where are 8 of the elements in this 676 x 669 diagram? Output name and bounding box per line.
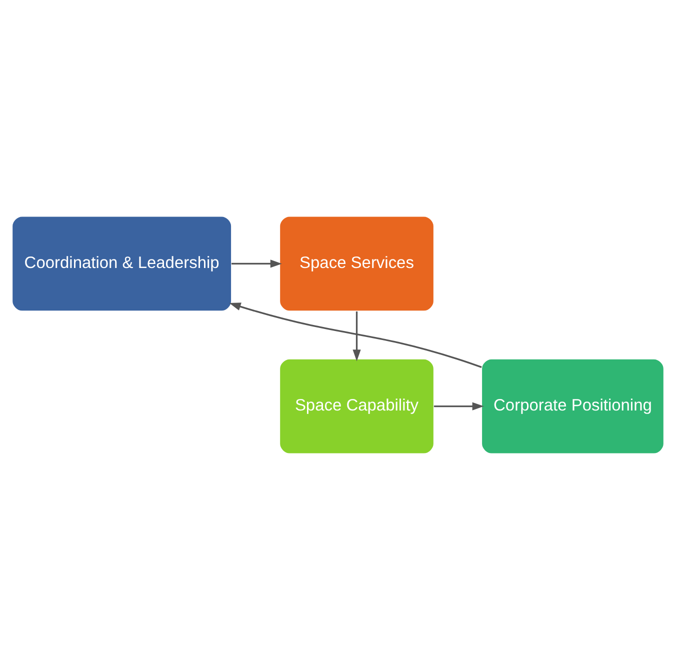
node-box: Coordination & Leadership xyxy=(12,215,232,311)
node-box: Corporate Positioning xyxy=(481,358,664,454)
arrow xyxy=(352,310,361,361)
arrow xyxy=(434,402,484,410)
arrow xyxy=(232,259,282,268)
arrow xyxy=(229,302,482,368)
node-box: Space Services xyxy=(279,215,434,311)
node-box: Space Capability xyxy=(279,358,434,454)
